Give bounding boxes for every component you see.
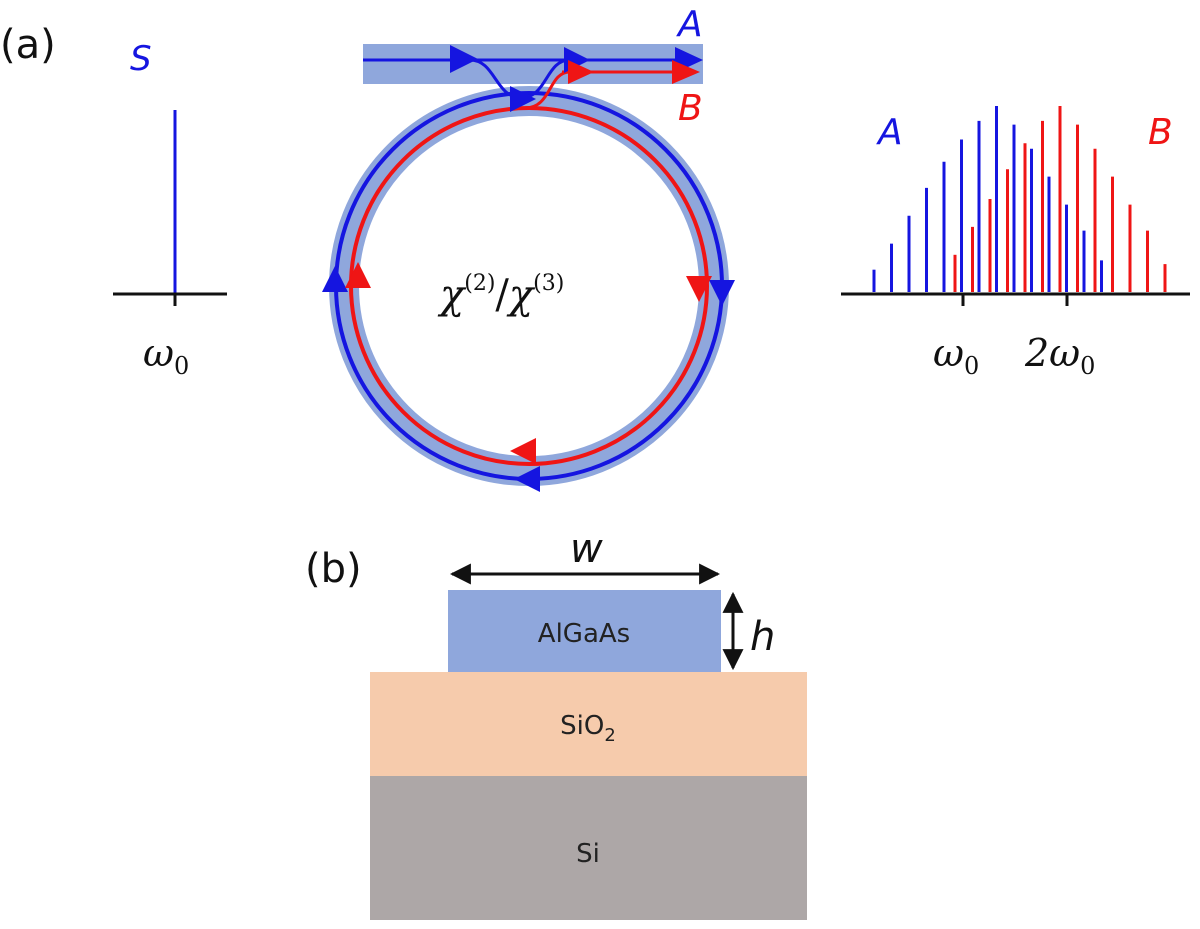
output-spectrum: A B ω0 2ω0 (841, 106, 1190, 380)
si-label: Si (576, 839, 600, 869)
comb-b-label: B (1148, 112, 1173, 153)
waveguide-cross-section: w AlGaAs h SiO2 Si (370, 526, 807, 920)
input-spectrum: S ω0 (113, 39, 227, 380)
height-label: h (750, 614, 775, 660)
arrow-a-bus-1 (450, 45, 478, 73)
width-label: w (570, 526, 603, 572)
si-layer (370, 776, 807, 920)
arrow-b-left (345, 262, 371, 288)
comb-a (872, 106, 1103, 292)
arrow-b-bottom (510, 438, 536, 464)
comb-b (953, 106, 1167, 292)
panel-b-label: (b) (305, 546, 362, 592)
output-a-label: A (676, 4, 703, 45)
nonlinearity-label: χ(2)/χ(3) (437, 271, 564, 318)
input-tick-label: ω0 (143, 331, 189, 380)
sio2-label: SiO2 (560, 711, 616, 746)
bus-waveguide (363, 44, 703, 84)
signal-label: S (130, 39, 152, 79)
algaas-layer (448, 590, 721, 672)
output-tick-1-label: ω0 (933, 331, 979, 380)
ring-resonator: A B χ(2)/χ(3) (322, 4, 735, 492)
panel-a-label: (a) (0, 22, 56, 68)
output-tick-2-label: 2ω0 (1024, 331, 1095, 380)
coupling-mode-b (524, 70, 571, 110)
arrow-a-bottom (514, 466, 540, 492)
arrow-a-coupler (510, 86, 536, 112)
arrow-b-right (686, 276, 712, 302)
arrow-a-right (709, 280, 735, 306)
arrow-b-bus-1 (568, 60, 594, 84)
output-b-label: B (678, 88, 703, 129)
algaas-label: AlGaAs (538, 619, 630, 649)
comb-a-label: A (876, 112, 903, 153)
arrow-a-left (322, 266, 348, 292)
arrow-b-bus-2 (672, 60, 700, 84)
sio2-layer (370, 672, 807, 776)
